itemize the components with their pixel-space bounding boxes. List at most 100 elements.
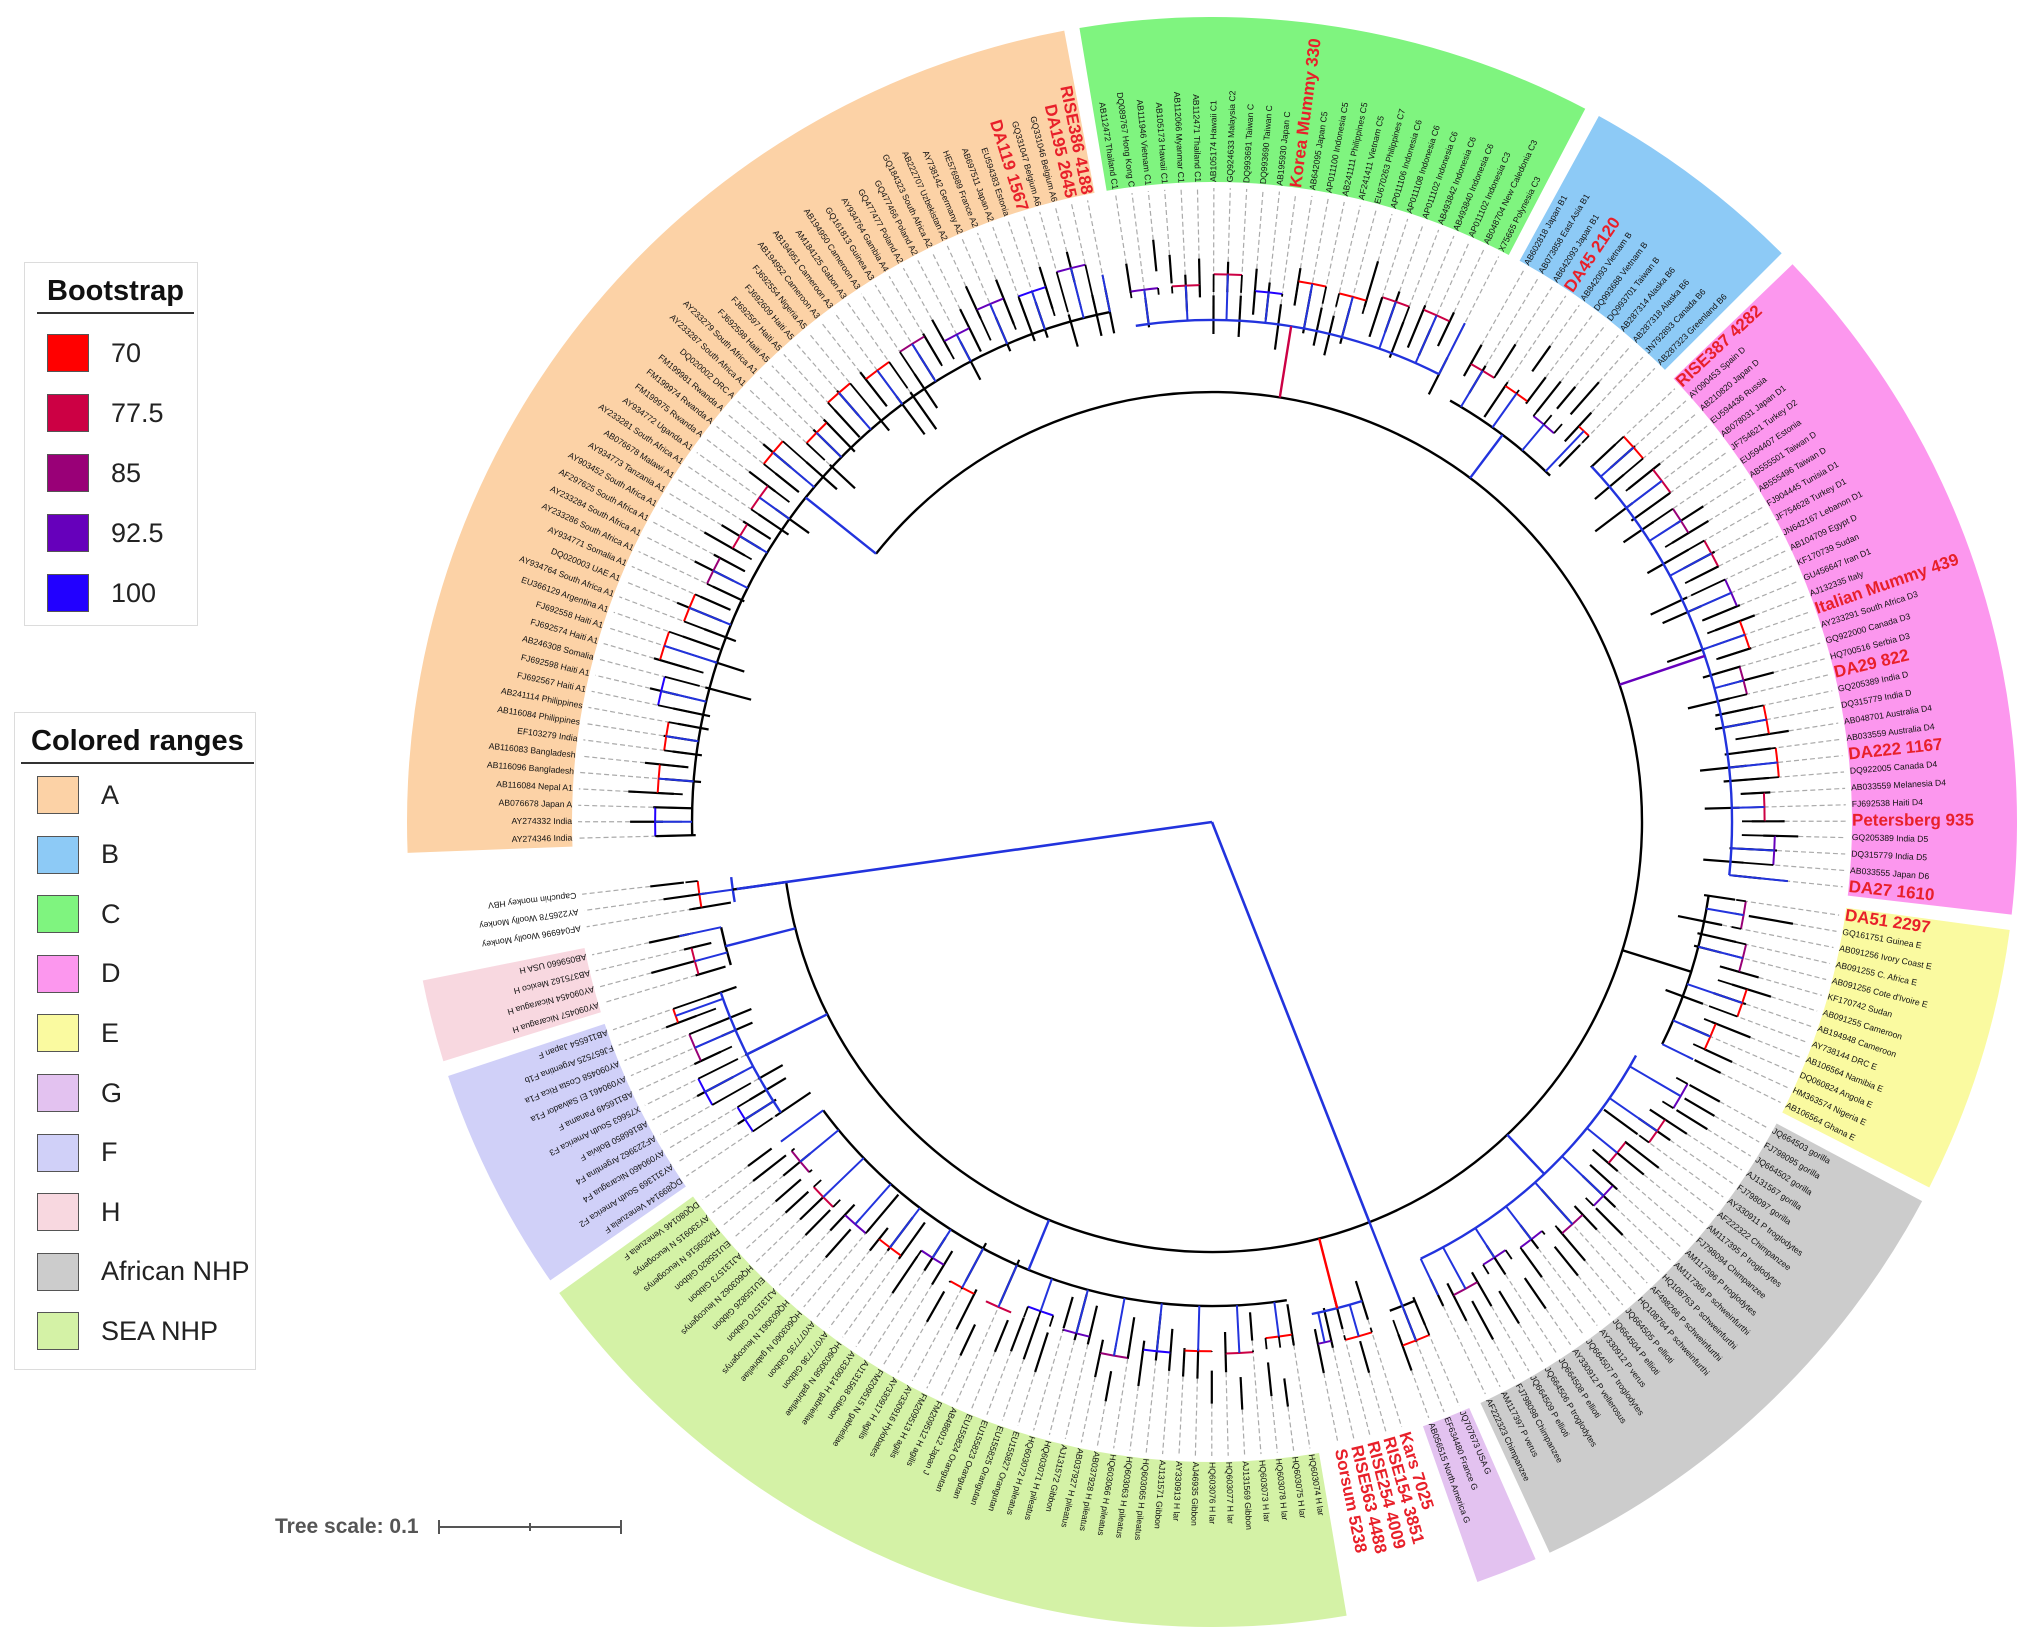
internal-branch (997, 1264, 1018, 1308)
leaf-guide-line (1669, 451, 1728, 494)
internal-branch (1335, 293, 1341, 307)
internal-branch (750, 508, 774, 526)
internal-branch (1608, 1097, 1658, 1132)
internal-branch (697, 1058, 739, 1080)
terminal-branch (1446, 1282, 1468, 1322)
internal-branch (1069, 267, 1085, 319)
leaf-guide-line (1341, 1328, 1371, 1437)
root-branch (1210, 821, 1371, 1223)
internal-branch (694, 951, 728, 963)
internal-branch (1736, 898, 1746, 903)
internal-branch (1493, 1257, 1502, 1268)
leaf-guide-line (1367, 1319, 1403, 1428)
internal-branch (1690, 578, 1726, 597)
terminal-branch (829, 463, 856, 490)
internal-branch (672, 994, 712, 1010)
terminal-branch (959, 1324, 977, 1356)
leaf-guide-line (1792, 923, 1837, 932)
leaf-guide-line (1598, 345, 1632, 383)
leaf-guide-line (1241, 1409, 1246, 1456)
terminal-branch (1248, 1312, 1254, 1341)
colored-range-legend-item: G (37, 1073, 122, 1113)
internal-branch (1294, 281, 1300, 299)
leaf-label: GQ205389 India D5 (1852, 832, 1929, 844)
internal-branch (1731, 847, 1775, 852)
clade-stem (746, 1013, 828, 1056)
internal-branch (737, 1094, 759, 1108)
internal-branch (1112, 1297, 1126, 1356)
internal-branch (832, 1199, 841, 1208)
clade-stem (1622, 949, 1692, 973)
bootstrap-legend-label: 77.5 (111, 397, 164, 428)
terminal-branch (1239, 1377, 1244, 1410)
terminal-branch (1665, 988, 1704, 1005)
leaf-guide-line (869, 1270, 925, 1357)
leaf-guide-line (1064, 1344, 1089, 1439)
internal-branch (732, 547, 753, 561)
terminal-branch (804, 1209, 831, 1236)
internal-branch (1374, 296, 1384, 319)
internal-branch (1474, 1227, 1496, 1259)
clade-stem (804, 496, 877, 555)
leaf-guide-line (771, 365, 825, 420)
internal-branch (1553, 423, 1563, 434)
leaf-guide-line (604, 974, 696, 1004)
internal-branch (838, 392, 872, 431)
internal-branch (1649, 507, 1674, 525)
terminal-branch (752, 1154, 787, 1182)
leaf-guide-line (1761, 877, 1843, 888)
colored-range-c (1079, 17, 1586, 255)
clade-stem (1027, 1219, 1051, 1271)
terminal-branch (1313, 1328, 1325, 1374)
internal-branch (911, 343, 937, 383)
leaf-guide-line (1349, 209, 1377, 309)
leaf-guide-line (1577, 1275, 1611, 1316)
internal-branch (1720, 665, 1740, 674)
internal-branch (1400, 306, 1411, 328)
internal-branch (683, 620, 717, 635)
terminal-branch (1167, 1328, 1174, 1371)
internal-branch (1240, 274, 1243, 293)
range-swatch (37, 835, 79, 874)
leaf-guide-line (687, 465, 760, 515)
leaf-label: AY274346 India (512, 833, 573, 845)
internal-branch (1687, 591, 1732, 613)
clade-arc (822, 1109, 1287, 1308)
leaf-guide-line (1745, 1003, 1813, 1028)
terminal-branch (1521, 1249, 1543, 1278)
internal-branch (688, 606, 732, 626)
terminal-branch (1666, 647, 1706, 664)
leaf-guide-line (1225, 1372, 1229, 1456)
internal-branch (961, 1248, 985, 1289)
leaf-label: AJ131569 Gibbon (1241, 1461, 1255, 1530)
internal-branch (1664, 532, 1689, 548)
internal-branch (1505, 1205, 1533, 1240)
internal-branch (668, 721, 691, 728)
internal-branch (782, 440, 817, 471)
clade-stem (1368, 1221, 1404, 1307)
leaf-guide-line (1256, 190, 1264, 269)
colored-range-f (448, 1023, 686, 1281)
internal-branch (1437, 1294, 1442, 1301)
internal-branch (1273, 1301, 1280, 1337)
subclade-arc (976, 297, 1004, 311)
terminal-branch (799, 1195, 825, 1221)
leaf-guide-line (1590, 356, 1644, 414)
leaf-label: AB112471 Thailand C1 (1191, 94, 1203, 182)
internal-branch (700, 1045, 733, 1062)
internal-branch (1048, 1315, 1055, 1327)
internal-branch (712, 569, 749, 589)
range-legend-label: African NHP (101, 1256, 250, 1287)
internal-branch (1686, 983, 1743, 1004)
bootstrap-swatch (47, 454, 89, 492)
internal-branch (739, 535, 768, 554)
clade-stem (1506, 1133, 1546, 1175)
terminal-branch (1022, 1317, 1040, 1360)
internal-branch (1101, 274, 1111, 313)
internal-branch (815, 431, 843, 458)
internal-branch (1730, 704, 1764, 714)
internal-branch (685, 880, 698, 884)
terminal-branch (1558, 444, 1581, 468)
internal-branch (1735, 733, 1769, 741)
internal-branch (1470, 360, 1474, 365)
